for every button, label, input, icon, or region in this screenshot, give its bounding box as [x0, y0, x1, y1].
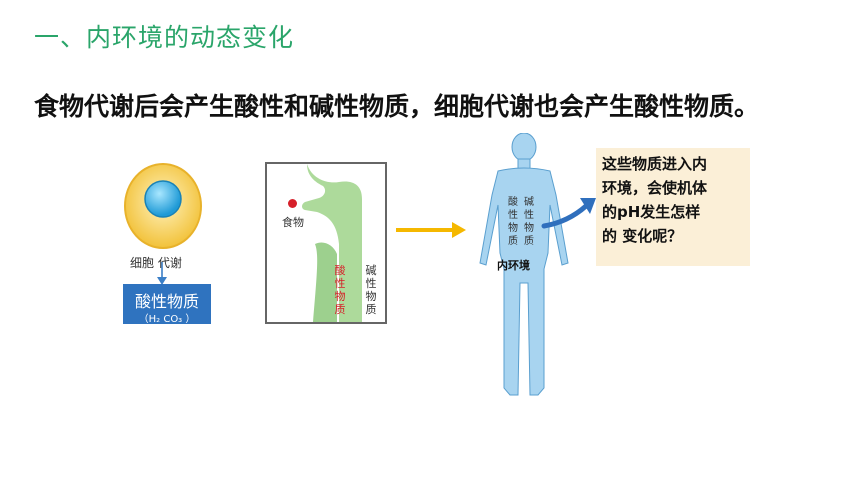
digest-base-label: 碱性物质: [365, 264, 377, 316]
curved-arrow-icon: [541, 198, 596, 229]
question-line-3: 的pH发生怎样: [602, 203, 701, 221]
question-line-1: 这些物质进入内: [602, 155, 708, 173]
question-line-2: 环境，会使机体: [602, 179, 708, 197]
main-paragraph: 食物代谢后会产生酸性和碱性物质，细胞代谢也会产生酸性物质。: [34, 92, 760, 121]
inner-environment-label: 内环境: [497, 259, 530, 272]
food-dot-icon: [288, 199, 297, 208]
slide-title: 一、内环境的动态变化: [34, 23, 295, 52]
right-arrow-icon: [396, 222, 466, 238]
question-box: 这些物质进入内 环境，会使机体 的pH发生怎样 的 变化呢？: [596, 148, 750, 266]
cell-illustration: [124, 163, 202, 249]
digestive-tract-illustration: [302, 164, 362, 322]
body-base-label: 碱性物质: [524, 197, 534, 247]
cell-metabolism-label: 细胞 代谢: [130, 256, 182, 270]
body-acid-label: 酸性物质: [508, 197, 518, 247]
acid-substance-label: 酸性物质: [134, 292, 199, 311]
cell-arrow-icon: [157, 262, 167, 285]
food-label: 食物: [282, 216, 304, 229]
question-line-4: 的 变化呢？: [602, 227, 683, 245]
acid-formula: （H₂ CO₃ ）: [138, 314, 196, 325]
digest-acid-label: 酸性物质: [334, 264, 346, 316]
acid-substance-box: 酸性物质 （H₂ CO₃ ）: [123, 284, 211, 325]
